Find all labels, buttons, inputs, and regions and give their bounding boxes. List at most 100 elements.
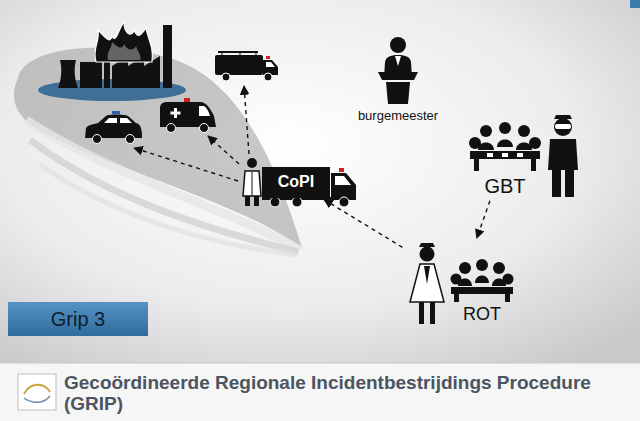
- command-arrow: [477, 201, 490, 238]
- fire-truck-part: [266, 56, 270, 59]
- copi-truck-cab-part: [339, 168, 344, 172]
- page-title: Gecoördineerde Regionale Incidentbestrij…: [64, 372, 624, 414]
- nurse-figure-part: [430, 302, 435, 324]
- copi-truck-cab-part: [270, 197, 280, 207]
- dispatch-arrows-part: [244, 86, 249, 154]
- node-label: CoPI: [278, 173, 314, 191]
- burning-factory-part: [58, 60, 78, 88]
- gbt-meeting: [469, 122, 541, 171]
- police-car-part: [126, 135, 135, 144]
- incident-area-part: [40, 165, 296, 255]
- masked-officer-part: [548, 139, 578, 170]
- team-table: ROT: [405, 241, 517, 325]
- copi-truck-cab: [262, 168, 356, 207]
- ambulance-part: [160, 102, 216, 127]
- logo-part: [24, 396, 50, 402]
- logo-part: [24, 385, 50, 394]
- police-car-part: [93, 135, 102, 144]
- copi-truck-cab-part: [335, 176, 351, 185]
- police-car-part: [104, 118, 132, 123]
- incident-area-part: [14, 48, 302, 248]
- police-car-part: [85, 115, 142, 139]
- mayor-at-lectern-part: [378, 72, 418, 80]
- gbt-meeting-part: [480, 125, 492, 137]
- fire-truck-part: [263, 60, 278, 75]
- nurse-figure-part: [419, 243, 435, 247]
- ambulance-part: [171, 112, 181, 115]
- gbt-meeting-part: [470, 151, 540, 159]
- gbt-meeting-part: [518, 125, 530, 137]
- background-part: [0, 363, 640, 421]
- logo-part: [18, 374, 56, 410]
- gbt-meeting-part: [474, 159, 479, 171]
- fire-truck-part: [215, 55, 263, 75]
- copi-truck-cab-part: [339, 197, 349, 207]
- ambulance-part: [200, 124, 209, 133]
- speaker-label: burgemeester: [350, 107, 446, 126]
- rot-meeting-part: [458, 276, 506, 287]
- masked-officer-part: [555, 124, 571, 129]
- fire-truck-part: [266, 62, 275, 67]
- incident-area-part: [30, 140, 298, 252]
- phase-badge: Grip 3: [8, 302, 148, 336]
- ambulance-part: [199, 106, 210, 116]
- mayor-at-lectern-part: [386, 82, 410, 104]
- police-car: [85, 111, 142, 144]
- ambulance-part: [167, 124, 176, 133]
- mayor-at-lectern: [378, 37, 418, 104]
- nurse-figure-part: [410, 264, 444, 302]
- command-vehicle: CoPI: [262, 167, 330, 198]
- masked-officer-part: [554, 115, 572, 119]
- ambulance-part: [184, 98, 190, 102]
- copi-officer-part: [252, 172, 253, 196]
- gbt-meeting-part: [531, 159, 536, 171]
- fire-truck-part: [264, 73, 272, 81]
- mayor-at-lectern-part: [390, 37, 406, 53]
- dispatch-arrows-part: [208, 136, 239, 164]
- masked-officer: [548, 115, 578, 197]
- node-label: GBT: [484, 175, 525, 198]
- burning-factory-part: [163, 25, 172, 88]
- dispatch-arrows: [134, 86, 249, 181]
- node-label: burgemeester: [358, 109, 438, 124]
- burning-factory-part: [95, 22, 153, 62]
- copi-officer: [243, 158, 261, 206]
- mayor-at-lectern-part: [395, 56, 401, 66]
- background-part: [0, 0, 640, 363]
- node-label: Grip 3: [51, 308, 105, 331]
- rot-meeting-part: [454, 294, 459, 302]
- burning-factory-part: [108, 42, 141, 60]
- masked-officer-part: [554, 118, 572, 136]
- command-arrow: [324, 200, 402, 248]
- fire-truck-part: [240, 52, 241, 55]
- logo: [18, 374, 56, 410]
- fire-truck-part: [256, 52, 257, 55]
- burning-factory-part: [80, 62, 102, 88]
- fire-truck-part: [218, 51, 258, 53]
- nurse-figure: [410, 243, 444, 324]
- dispatch-arrows-part: [134, 148, 238, 181]
- rot-meeting-part: [505, 294, 510, 302]
- rot-meeting: [451, 259, 514, 302]
- nurse-figure-part: [424, 266, 430, 284]
- masked-officer-part: [565, 170, 574, 197]
- nurse-figure-part: [419, 302, 424, 324]
- copi-officer-part: [243, 171, 261, 196]
- police-car-part: [112, 111, 120, 114]
- copi-officer-part: [254, 196, 259, 206]
- copi-truck-cab-part: [331, 173, 356, 198]
- rot-meeting-part: [493, 262, 505, 274]
- team-table: GBT: [468, 118, 542, 198]
- gbt-meeting-part: [478, 140, 532, 151]
- fire-truck: [215, 52, 278, 81]
- node-label: ROT: [463, 304, 501, 325]
- fire-truck-part: [222, 73, 230, 81]
- incident-area: [14, 48, 302, 255]
- background-part: [0, 363, 640, 364]
- gbt-meeting-part: [499, 122, 511, 134]
